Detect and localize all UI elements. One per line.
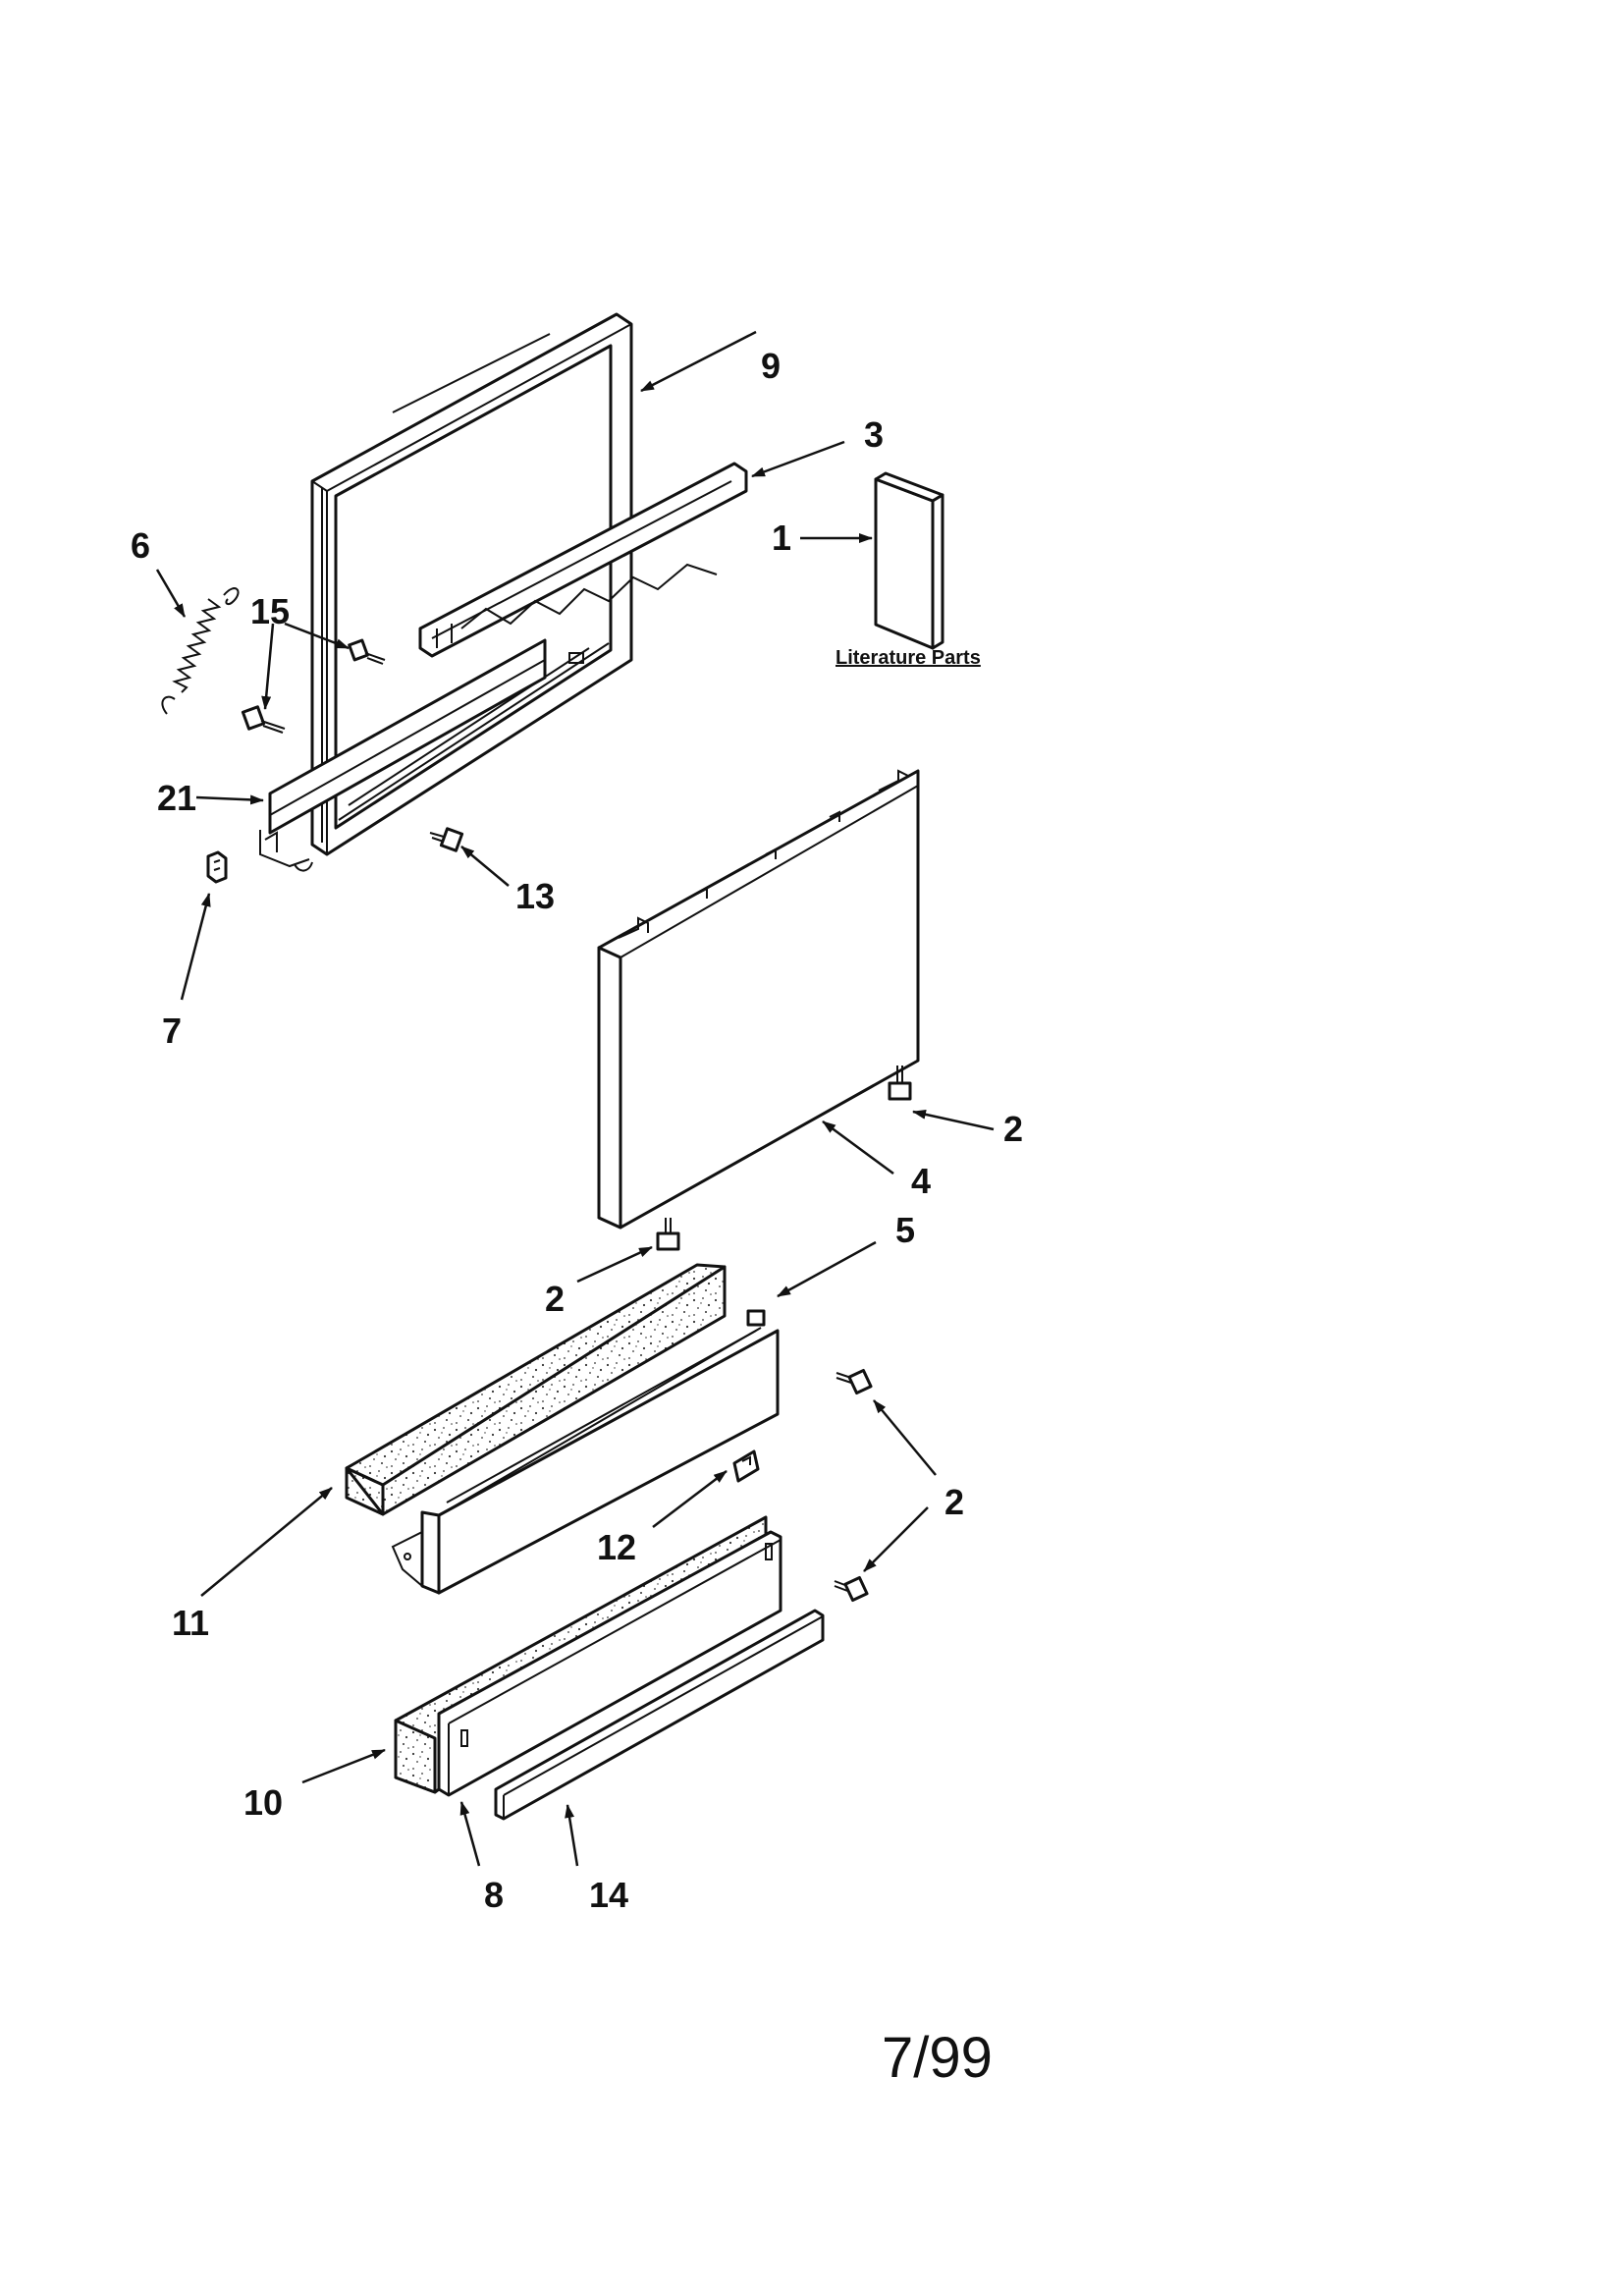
callout-labels: 9 3 1 6 15 21 13 7 2 4 5 2 2 12 11 10 8 … <box>131 346 1023 1915</box>
callout-6: 6 <box>131 525 150 566</box>
callout-4: 4 <box>911 1161 931 1201</box>
callout-7: 7 <box>162 1011 182 1051</box>
screw-part-2-middle <box>836 1368 873 1395</box>
callout-21: 21 <box>157 778 196 818</box>
screw-part-2-right <box>888 1066 912 1101</box>
callout-13: 13 <box>515 876 555 916</box>
insulation-foam-part-11 <box>345 1263 727 1516</box>
leader-lines <box>155 330 995 1867</box>
clip-part-7 <box>206 850 228 884</box>
callout-14: 14 <box>589 1875 628 1915</box>
screw-part-15-lower <box>241 705 286 734</box>
callout-2-right: 2 <box>944 1482 964 1522</box>
screw-part-2-bottom <box>656 1218 680 1251</box>
callout-15: 15 <box>250 591 290 631</box>
callout-3: 3 <box>864 414 884 455</box>
outer-door-panel-part-4 <box>597 769 920 1230</box>
revision-date: 7/99 <box>882 2026 993 2090</box>
callout-11: 11 <box>172 1603 209 1643</box>
door-spring-part-6 <box>161 587 240 715</box>
screw-part-15-upper <box>348 638 386 665</box>
callout-10: 10 <box>243 1782 283 1823</box>
literature-booklet-part-1 <box>874 471 944 650</box>
literature-parts-caption: Literature Parts <box>836 647 981 669</box>
callout-2-upper: 2 <box>1003 1109 1023 1149</box>
access-panel-part-5 <box>391 1309 780 1595</box>
callout-2-left: 2 <box>545 1279 565 1319</box>
callout-12: 12 <box>597 1527 636 1567</box>
callout-9: 9 <box>761 346 781 386</box>
screw-part-2-lower <box>834 1575 869 1603</box>
toe-panel-part-8 <box>437 1530 782 1797</box>
screw-part-13 <box>429 827 464 852</box>
rack-bracket-part-3 <box>418 462 748 658</box>
inner-door-frame-part-9 <box>310 312 633 856</box>
hinge-channel-part-21 <box>259 638 547 872</box>
callout-5: 5 <box>895 1210 915 1250</box>
callout-8: 8 <box>484 1875 504 1915</box>
clip-part-12 <box>732 1449 760 1483</box>
trim-strip-part-14 <box>494 1609 825 1821</box>
callout-1: 1 <box>772 518 791 558</box>
